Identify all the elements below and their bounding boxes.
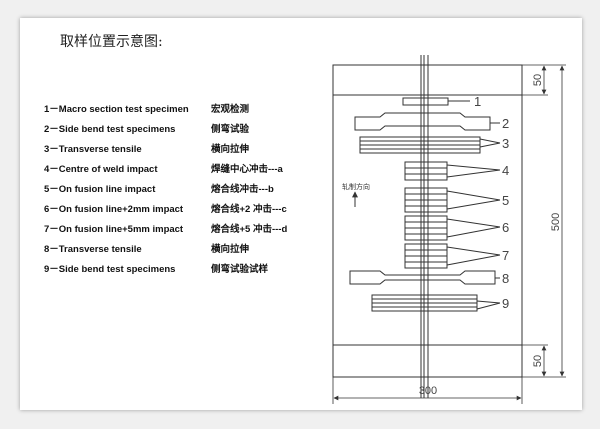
legend-item-en: 9－Side bend test specimens (44, 264, 176, 275)
specimen-5-impact (404, 205, 448, 213)
leader-line-3 (479, 142, 501, 148)
specimen-3-tensile (359, 148, 481, 154)
legend-item-cn: 侧弯试验 (211, 124, 250, 135)
leader-line-4 (446, 169, 501, 178)
specimen-3-tensile (359, 136, 481, 142)
specimen-7-impact (404, 255, 448, 263)
specimen-label-3: 3 (502, 136, 509, 151)
legend-item-en: 2－Side bend test specimens (44, 124, 176, 135)
specimen-4-impact (404, 161, 448, 169)
specimen-3-tensile (359, 140, 481, 146)
specimen-label-9: 9 (502, 296, 509, 311)
specimen-label-6: 6 (502, 220, 509, 235)
figure-title: 取样位置示意图: (60, 34, 163, 50)
legend-item-en: 3－Transverse tensile (44, 144, 142, 155)
leader-line-9 (476, 302, 501, 310)
legend-item-cn: 宏观检测 (211, 104, 250, 115)
specimen-label-8: 8 (502, 271, 509, 286)
leader-line-6 (446, 218, 501, 228)
legend-item-cn: 横向拉伸 (211, 244, 250, 255)
legend-item-cn: 横向拉伸 (211, 144, 250, 155)
leader-line-5 (446, 190, 501, 201)
specimen-6-impact (404, 227, 448, 235)
legend-item-cn: 熔合线冲击---b (211, 184, 274, 195)
specimen-1-macro (402, 97, 449, 106)
legend-item-cn: 熔合线+2 冲击---c (211, 204, 287, 215)
dim-text-top: 50 (532, 74, 544, 86)
specimen-label-7: 7 (502, 248, 509, 263)
legend-item-en: 1－Macro section test specimen (44, 104, 189, 115)
leader-line-7 (446, 254, 501, 266)
specimen-label-5: 5 (502, 193, 509, 208)
leader-line-6 (446, 226, 501, 238)
specimen-6-impact (404, 221, 448, 229)
leader-line-3 (479, 138, 501, 144)
specimen-label-2: 2 (502, 116, 509, 131)
specimen-label-4: 4 (502, 163, 509, 178)
specimen-7-impact (404, 261, 448, 269)
dim-text-height: 500 (550, 213, 562, 231)
leader-line-7 (446, 246, 501, 256)
specimen-3-tensile (359, 144, 481, 150)
legend-item-en: 5－On fusion line impact (44, 184, 156, 195)
legend-item-en: 6－On fusion line+2mm impact (44, 204, 184, 215)
legend-item-en: 8－Transverse tensile (44, 244, 142, 255)
legend-item-en: 7－On fusion line+5mm impact (44, 224, 184, 235)
specimen-2-side-bend (354, 112, 491, 131)
legend-item-en: 4－Centre of weld impact (44, 164, 158, 175)
rolling-direction-label: 轧制方向 (342, 182, 370, 191)
specimen-4-impact (404, 173, 448, 181)
specimen-5-impact (404, 199, 448, 207)
leader-line-5 (446, 199, 501, 210)
leader-line-9 (476, 300, 501, 304)
specimen-8-tensile (349, 270, 496, 285)
specimen-7-impact (404, 243, 448, 251)
specimen-6-impact (404, 215, 448, 223)
specimen-5-impact (404, 187, 448, 195)
specimen-label-1: 1 (474, 94, 481, 109)
legend-item-cn: 侧弯试验试样 (211, 264, 269, 275)
specimen-4-impact (404, 167, 448, 175)
specimen-7-impact (404, 249, 448, 257)
dim-text-bottom: 50 (532, 355, 544, 367)
specimen-5-impact (404, 193, 448, 201)
legend-item-cn: 焊缝中心冲击---a (211, 164, 283, 175)
leader-line-4 (446, 164, 501, 171)
dim-text-width: 300 (419, 385, 437, 397)
specimen-6-impact (404, 233, 448, 241)
legend-item-cn: 熔合线+5 冲击---d (211, 224, 288, 235)
